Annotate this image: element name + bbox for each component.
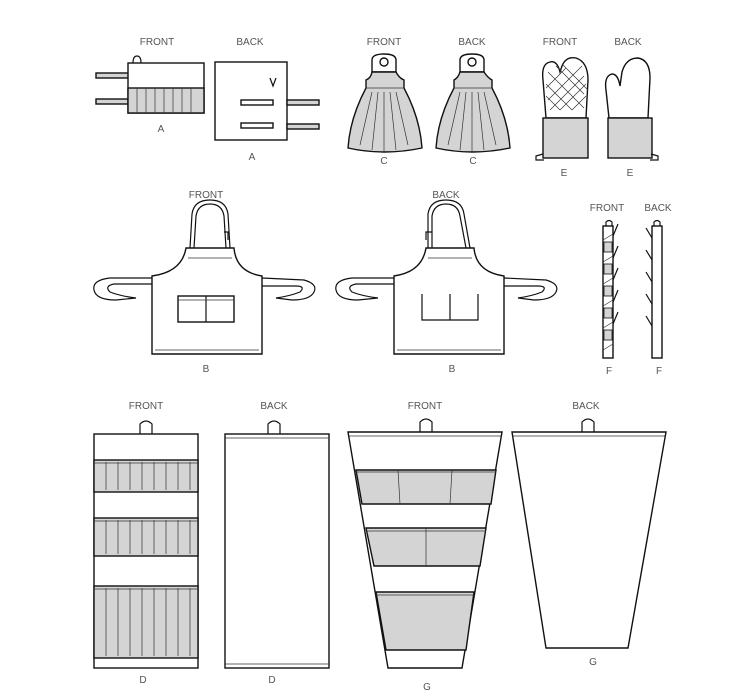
view-f-front-letter: F [606,366,612,377]
view-e-front-letter: E [561,168,568,179]
view-e-front-caption: FRONT [543,37,577,48]
view-g-back: BACK G [511,401,667,668]
view-a-back-letter: A [249,152,256,163]
view-c-front-letter: C [380,156,387,167]
view-b-front-letter: B [203,364,210,375]
view-f-back-letter: F [656,366,662,377]
view-e-back: BACK E [604,37,659,179]
view-f-back: BACK F [644,203,672,377]
view-c-front: FRONT C [347,37,423,167]
view-e-front: FRONT E [535,37,589,179]
view-c-back: BACK C [435,37,511,167]
view-a-front-caption: FRONT [140,37,174,48]
view-b-front: FRONT B [93,190,316,375]
view-a-front: FRONT A [95,37,205,135]
view-b-back: BACK B [335,190,558,375]
view-f-back-caption: BACK [644,203,672,214]
view-f-front-caption: FRONT [590,203,624,214]
view-g-front-caption: FRONT [408,401,442,412]
view-g-front-letter: G [423,682,431,693]
view-b-front-caption: FRONT [189,190,223,201]
view-c-back-caption: BACK [458,37,486,48]
view-f-front: FRONT F [590,203,624,377]
view-b-back-caption: BACK [432,190,460,201]
view-a-back-caption: BACK [236,37,264,48]
view-g-back-letter: G [589,657,597,668]
view-d-back: BACK D [224,401,330,686]
view-c-front-caption: FRONT [367,37,401,48]
view-d-front-caption: FRONT [129,401,163,412]
view-d-front: FRONT D [93,401,199,686]
view-a-front-letter: A [158,124,165,135]
view-e-back-letter: E [627,168,634,179]
view-g-front: FRONT G [347,401,503,693]
view-a-back: BACK A [214,37,320,163]
view-d-front-letter: D [139,675,146,686]
view-d-back-letter: D [268,675,275,686]
view-g-back-caption: BACK [572,401,600,412]
view-d-back-caption: BACK [260,401,288,412]
view-c-back-letter: C [469,156,476,167]
view-b-back-letter: B [449,364,456,375]
view-e-back-caption: BACK [614,37,642,48]
